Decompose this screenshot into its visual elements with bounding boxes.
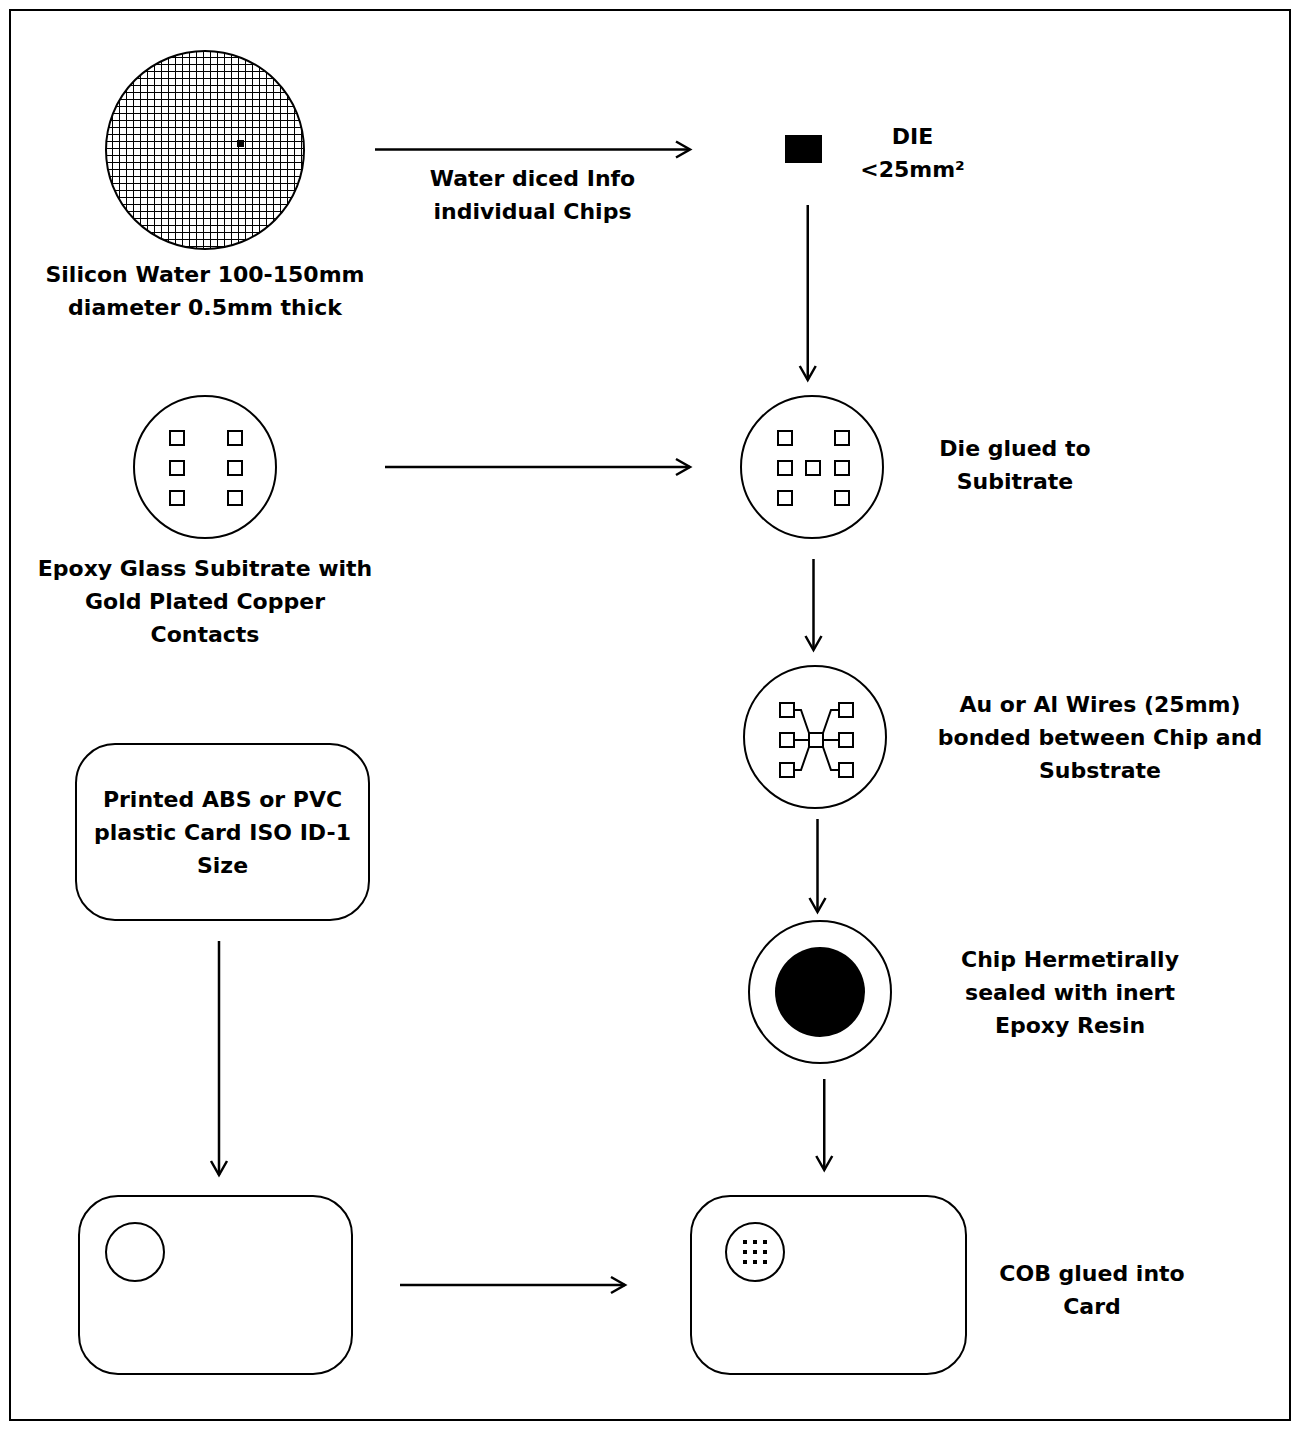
node-label: Printed ABS or PVC plastic Card ISO ID-1… bbox=[77, 771, 368, 894]
process-circle: Silicon Water 100-150mm diameter 0.5mm t… bbox=[105, 50, 305, 250]
process-circle: Chip Hermetirally sealed with inert Epox… bbox=[748, 920, 892, 1064]
flow-arrow bbox=[400, 1284, 625, 1287]
arrow-label: Water diced Info individual Chips bbox=[368, 162, 698, 228]
node-label: Silicon Water 100-150mm diameter 0.5mm t… bbox=[45, 258, 365, 324]
shape-outline bbox=[80, 1197, 351, 1373]
shape-outline bbox=[743, 665, 887, 809]
border bbox=[10, 10, 1290, 1420]
flow-arrow bbox=[375, 148, 690, 151]
card-box: Printed ABS or PVC plastic Card ISO ID-1… bbox=[75, 743, 370, 921]
card-box: COB glued into Card bbox=[690, 1195, 967, 1375]
shape-outline bbox=[692, 1197, 965, 1373]
die-chip: DIE <25mm² bbox=[785, 135, 822, 163]
card-box bbox=[78, 1195, 353, 1375]
flow-arrow bbox=[823, 1079, 826, 1170]
process-circle: Epoxy Glass Subitrate with Gold Plated C… bbox=[133, 395, 277, 539]
shape-outline bbox=[105, 50, 305, 250]
node-label: Epoxy Glass Subitrate with Gold Plated C… bbox=[35, 552, 375, 651]
flow-arrow bbox=[816, 819, 819, 912]
node-label: COB glued into Card bbox=[992, 1257, 1192, 1323]
process-circle: Au or Al Wires (25mm) bonded between Chi… bbox=[743, 665, 887, 809]
node-label: Chip Hermetirally sealed with inert Epox… bbox=[930, 943, 1210, 1042]
flow-arrow bbox=[807, 205, 810, 380]
flow-arrow bbox=[218, 941, 221, 1175]
shape-outline bbox=[133, 395, 277, 539]
shape-outline bbox=[748, 920, 892, 1064]
flow-arrow bbox=[385, 466, 690, 469]
process-circle: Die glued to Subitrate bbox=[740, 395, 884, 539]
node-label: DIE <25mm² bbox=[855, 120, 970, 186]
shape-outline bbox=[740, 395, 884, 539]
node-label: Die glued to Subitrate bbox=[925, 432, 1105, 498]
shape-outline bbox=[785, 135, 822, 163]
node-label: Au or Al Wires (25mm) bonded between Chi… bbox=[930, 688, 1270, 787]
flow-arrow bbox=[812, 559, 815, 650]
